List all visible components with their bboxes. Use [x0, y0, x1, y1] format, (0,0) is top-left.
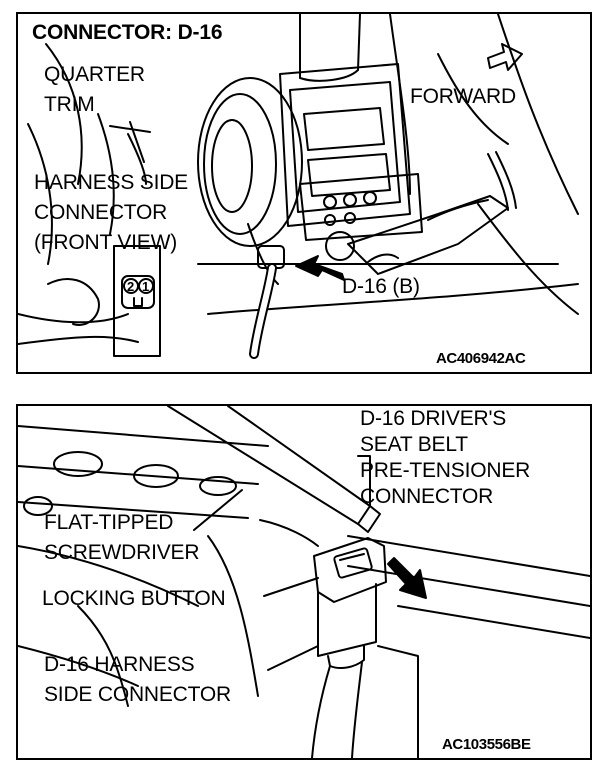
d16b-label: D-16 (B): [342, 275, 420, 298]
connector-title: CONNECTOR: D-16: [32, 21, 223, 44]
pretensioner-connector-label-line2: SEAT BELT: [360, 433, 468, 456]
connector-disconnect-figure: D-16 DRIVER'S SEAT BELT PRE-TENSIONER CO…: [16, 404, 592, 760]
pin-number-1: 1: [142, 279, 150, 294]
harness-side-connector-label-line2: SIDE CONNECTOR: [44, 683, 231, 706]
screwdriver-label-line1: FLAT-TIPPED: [44, 511, 174, 534]
harness-side-connector-label-line3: (FRONT VIEW): [34, 231, 178, 254]
forward-label: FORWARD: [410, 85, 516, 108]
harness-side-connector-label-line1: D-16 HARNESS: [44, 653, 195, 676]
harness-side-connector-label-line1: HARNESS SIDE: [34, 171, 188, 194]
screwdriver-label-line2: SCREWDRIVER: [44, 541, 200, 564]
pin-number-2: 2: [127, 279, 135, 294]
locking-button-label: LOCKING BUTTON: [42, 587, 226, 610]
pretensioner-connector-label-line3: PRE-TENSIONER: [360, 459, 531, 482]
seat-belt-retractor-illustration: [18, 14, 579, 359]
figure-code-top: AC406942AC: [436, 350, 526, 367]
pretensioner-connector-label-line1: D-16 DRIVER'S: [360, 407, 507, 430]
quarter-trim-label-line1: QUARTER: [44, 63, 145, 86]
quarter-trim-label-line2: TRIM: [44, 93, 95, 116]
pretensioner-connector-label-line4: CONNECTOR: [360, 485, 494, 508]
figure-code-bottom: AC103556BE: [442, 736, 531, 753]
connector-location-figure: CONNECTOR: D-16 QUARTER TRIM FORWARD HAR…: [16, 12, 592, 374]
screwdriver-connector-illustration: [18, 406, 590, 758]
harness-side-connector-label-line2: CONNECTOR: [34, 201, 168, 224]
